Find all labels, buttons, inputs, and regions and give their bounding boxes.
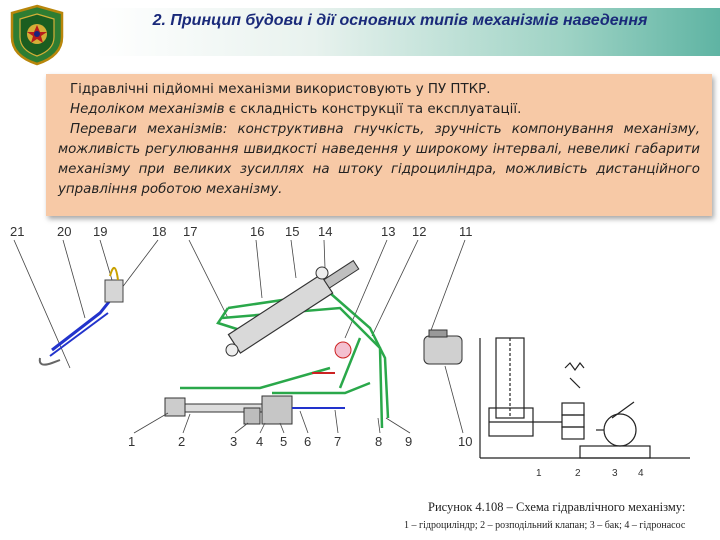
header: 2. Принцип будови і дії основних типів м… [0,0,720,66]
p3-italic: Переваги механізмів: [70,122,228,137]
label-11: 11 [459,224,473,239]
schematic-label-4: 4 [638,468,644,479]
label-7: 7 [334,434,341,449]
schematic-label-1: 1 [536,468,542,479]
label-20: 20 [57,224,71,239]
p1-bold: Гідравлічні підйомні механізми [70,82,291,97]
label-19: 19 [93,224,107,239]
p3-rest: конструктивна гнучкість, зручність компо… [58,122,700,197]
label-15: 15 [285,224,299,239]
label-6: 6 [304,434,311,449]
top-labels: 21 20 19 18 17 16 15 14 13 12 11 [10,224,473,239]
label-14: 14 [318,224,332,239]
label-8: 8 [375,434,382,449]
paragraph-1: Гідравлічні підйомні механізми використо… [58,80,700,100]
p2-italic: Недоліком механізмів [70,102,225,117]
label-5: 5 [280,434,287,449]
p2-rest: є складність конструкції та експлуатації… [224,102,522,117]
schematic-labels: 1 2 3 4 [536,468,644,479]
schematic-label-2: 2 [575,468,581,479]
schematic-label-3: 3 [612,468,618,479]
label-1: 1 [128,434,135,449]
label-4: 4 [256,434,263,449]
label-3: 3 [230,434,237,449]
paragraph-2: Недоліком механізмів є складність констр… [58,100,700,120]
hydraulic-diagram: 21 20 19 18 17 16 15 14 13 12 11 [10,224,690,479]
label-13: 13 [381,224,395,239]
figure-caption: Рисунок 4.108 – Схема гідравлічного меха… [428,500,686,514]
label-17: 17 [183,224,197,239]
paragraph-3: Переваги механізмів: конструктивна гнучк… [58,120,700,200]
figure-legend: 1 – гідроциліндр; 2 – розподільний клапа… [404,520,686,531]
p1-rest: використовують у ПУ ПТКР. [291,82,491,97]
page-title: 2. Принцип будови і дії основних типів м… [152,12,648,29]
label-2: 2 [178,434,185,449]
label-21: 21 [10,224,24,239]
label-9: 9 [405,434,412,449]
label-12: 12 [412,224,426,239]
description-box: Гідравлічні підйомні механізми використо… [46,74,712,216]
label-18: 18 [152,224,166,239]
shield-emblem-icon [10,4,64,66]
header-band [95,8,720,56]
label-16: 16 [250,224,264,239]
bottom-labels: 1 2 3 4 5 6 7 8 9 10 [128,434,472,449]
label-10: 10 [458,434,472,449]
